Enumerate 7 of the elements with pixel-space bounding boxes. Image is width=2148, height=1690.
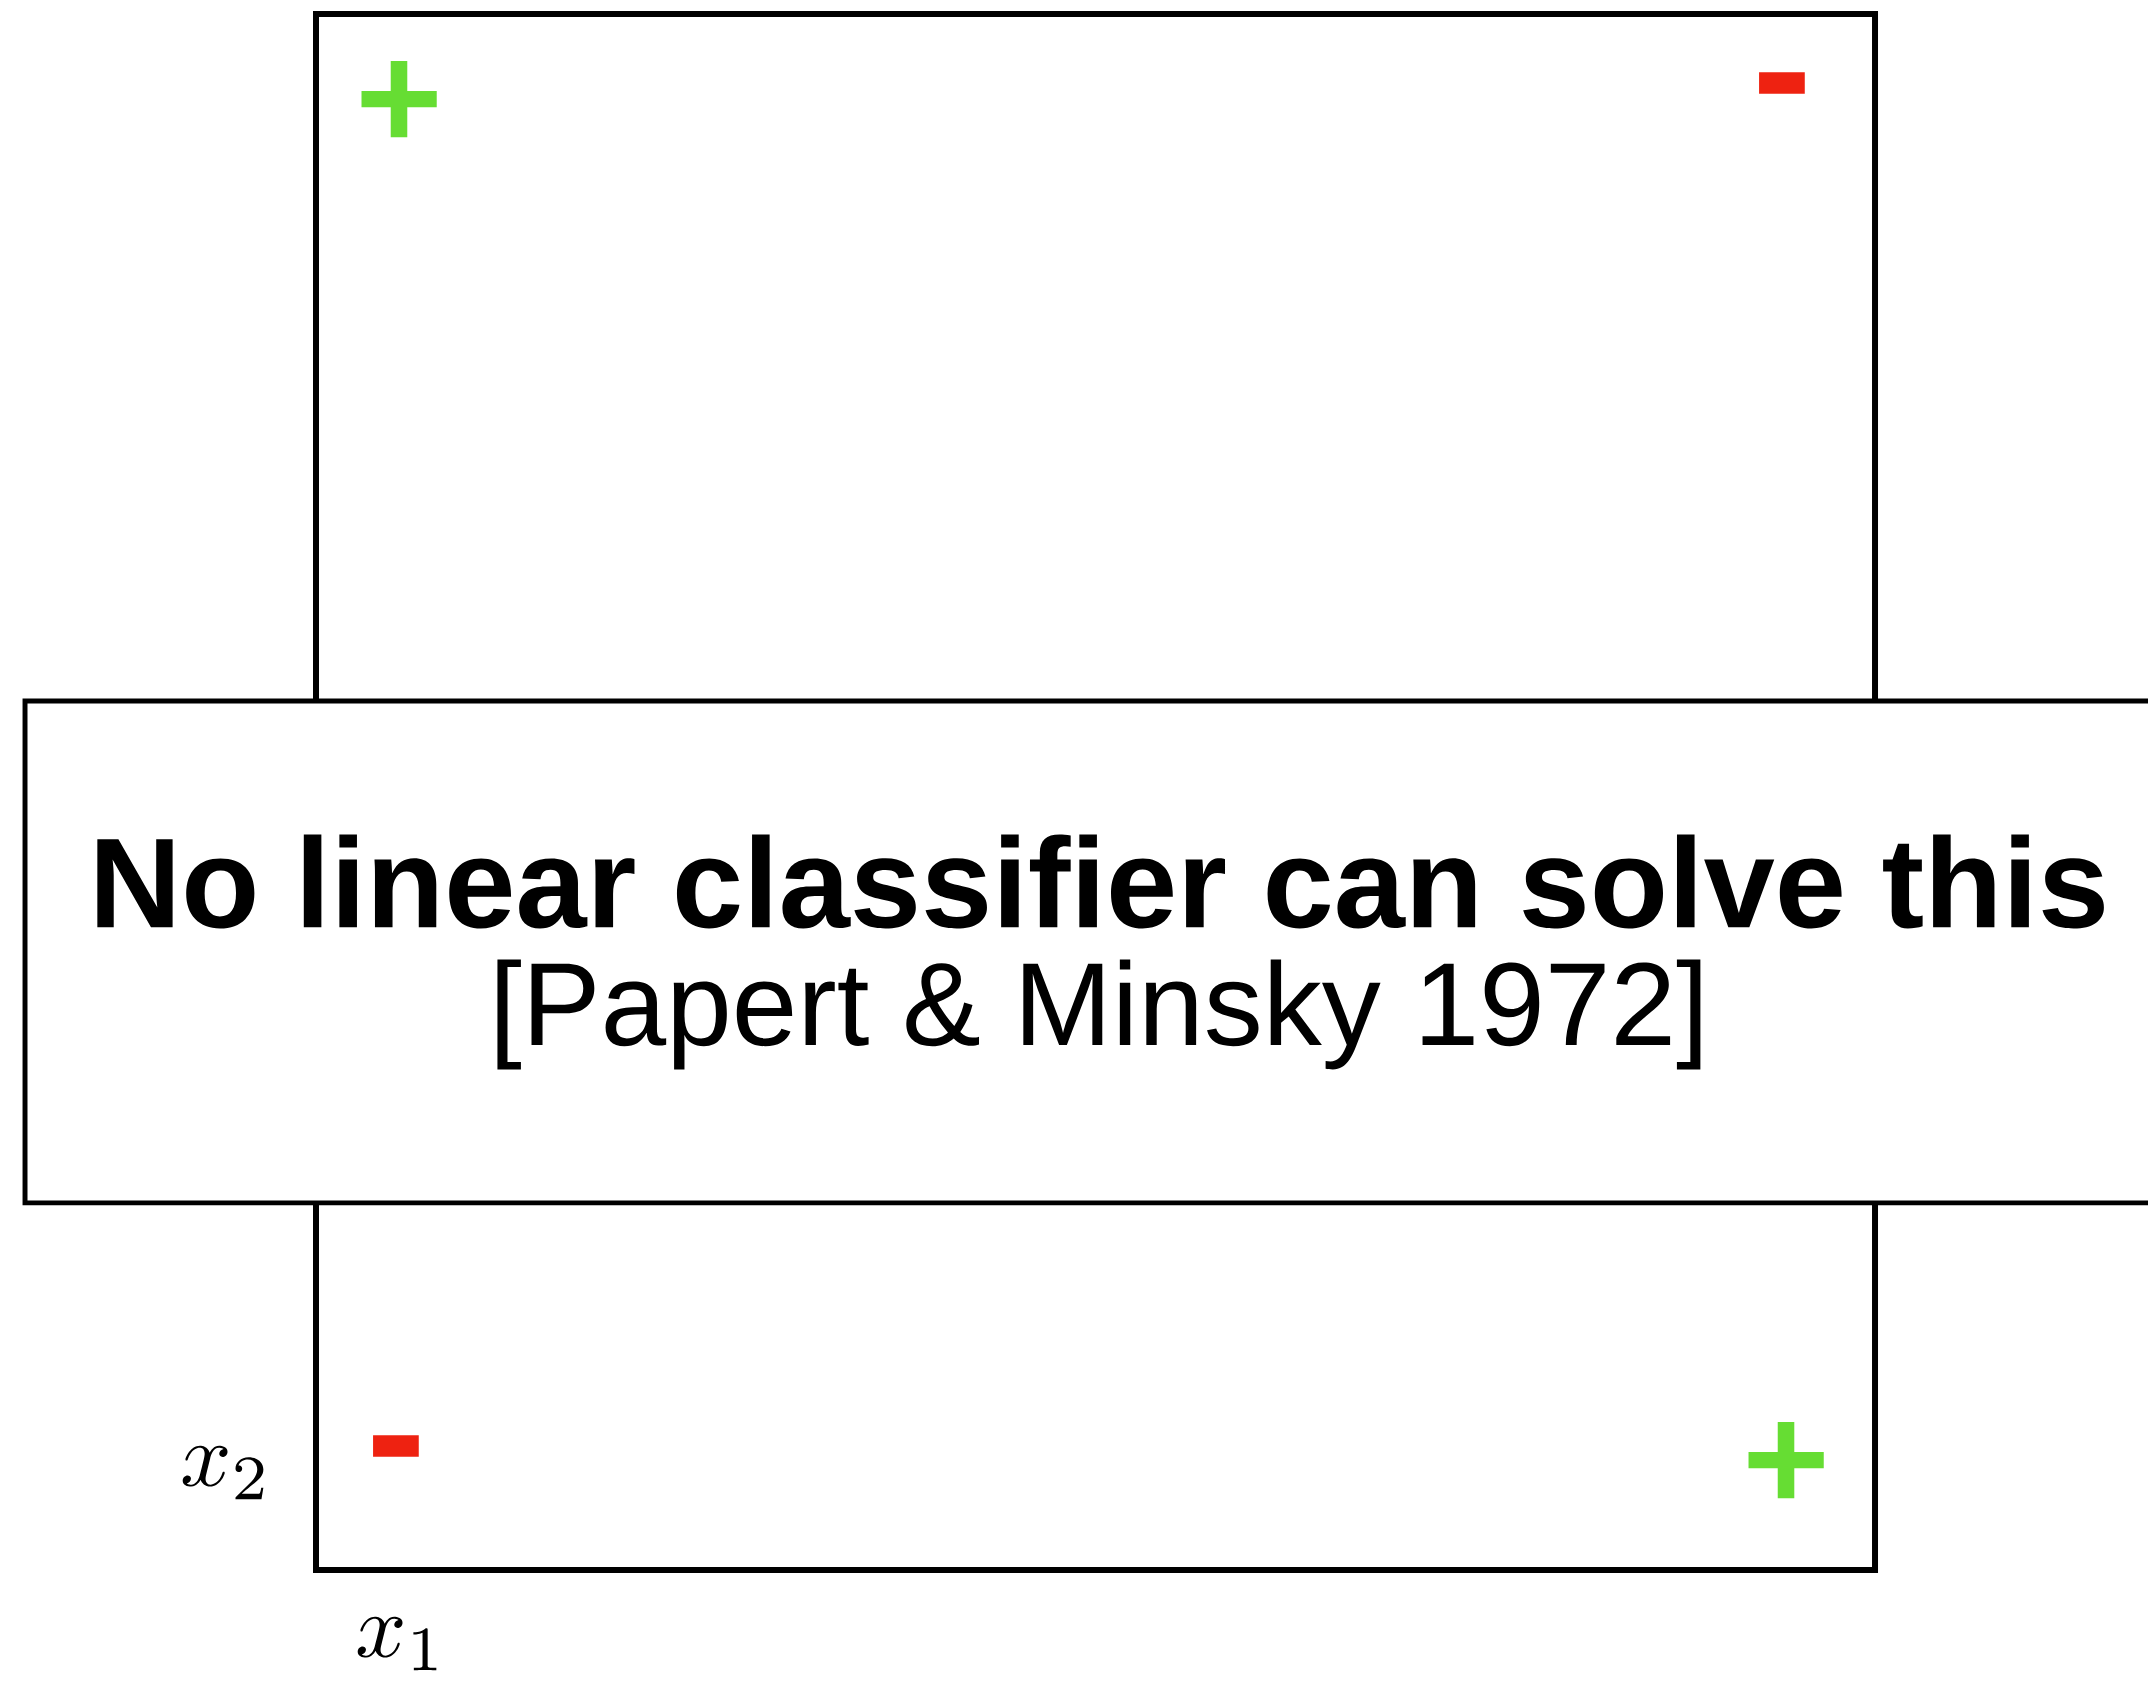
axis-label: $x_2$ [182, 1445, 264, 1500]
minus-sign: - [1759, 72, 1805, 94]
plus-sign: + [1748, 1422, 1824, 1499]
axis-label: $x_1$ [357, 1616, 437, 1671]
text-banner: No linear classifier can solve this [Papert & Minsky 1972] [22, 698, 2148, 1206]
minus-sign: - [373, 1435, 419, 1457]
plus-sign: + [361, 61, 437, 138]
